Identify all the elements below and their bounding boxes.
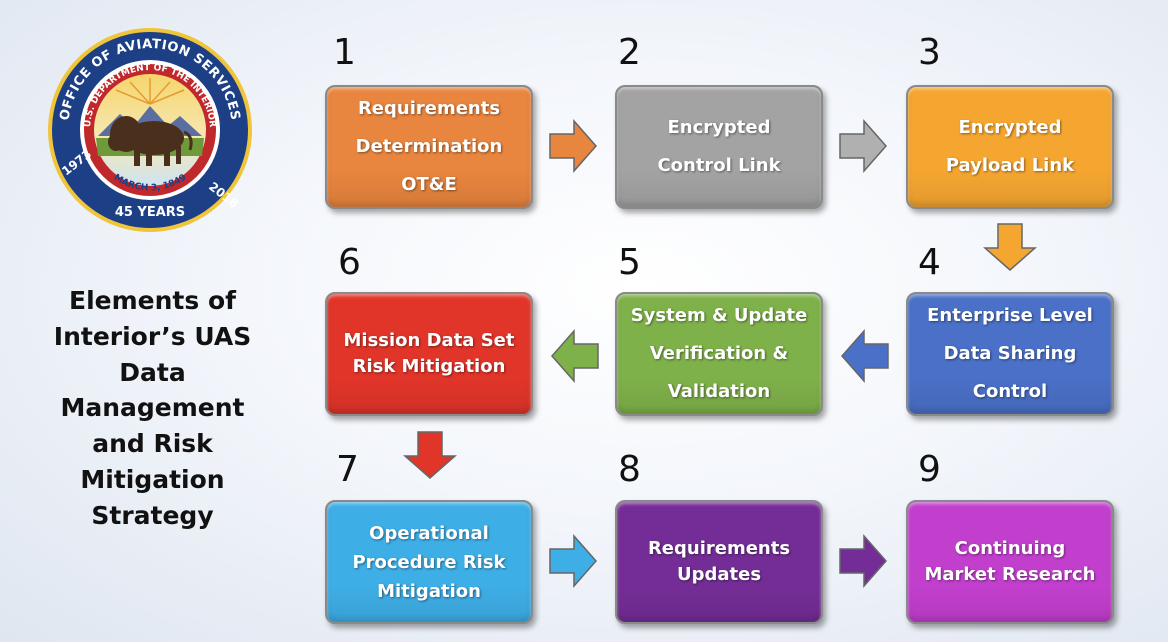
- bison-icon: [108, 116, 193, 166]
- arrow-4-to-5: [841, 329, 889, 383]
- step-box-3: Encrypted Payload Link: [906, 85, 1114, 209]
- step-number-2: 2: [618, 32, 641, 73]
- title-line: Strategy: [91, 500, 214, 530]
- step-3-line: Encrypted: [958, 117, 1062, 138]
- arrow-5-to-6: [551, 329, 599, 383]
- arrow-2-to-3: [839, 119, 887, 173]
- step-box-1: Requirements Determination OT&E: [325, 85, 533, 209]
- step-4-line: Data Sharing: [943, 343, 1077, 364]
- step-box-2: Encrypted Control Link: [615, 85, 823, 209]
- title-line: Data: [119, 357, 186, 387]
- step-3-line: Payload Link: [945, 155, 1075, 176]
- arrow-right-icon: [549, 534, 597, 588]
- arrow-7-to-8: [549, 534, 597, 588]
- arrow-right-icon: [549, 119, 597, 173]
- step-8-line: Requirements: [647, 538, 791, 559]
- arrow-left-icon: [551, 329, 599, 383]
- title-line: and Risk: [92, 429, 213, 459]
- step-7-line: Procedure Risk: [352, 551, 506, 573]
- arrow-right-icon: [839, 119, 887, 173]
- step-box-5: System & Update Verification & Validatio…: [615, 292, 823, 416]
- step-5-line: Validation: [667, 381, 771, 402]
- step-box-9: Continuing Market Research: [906, 500, 1114, 624]
- title-line: Mitigation: [80, 464, 225, 494]
- arrow-6-to-7: [403, 431, 457, 479]
- title-line: Interior’s UAS: [53, 321, 252, 351]
- step-number-7: 7: [336, 449, 359, 490]
- arrow-down-icon: [403, 431, 457, 479]
- step-1-line: Determination: [355, 136, 503, 157]
- step-number-8: 8: [618, 449, 641, 490]
- title-line: Management: [60, 393, 245, 423]
- step-7-line: Operational: [369, 522, 489, 544]
- seal-anniversary-text: 45 YEARS: [115, 205, 185, 220]
- arrow-right-icon: [839, 534, 887, 588]
- step-box-7: Operational Procedure Risk Mitigation: [325, 500, 533, 624]
- step-5-line: Verification &: [649, 343, 789, 364]
- step-7-line: Mitigation: [377, 580, 481, 602]
- step-1-line: Requirements: [357, 98, 501, 119]
- step-6-line: Mission Data Set: [343, 330, 515, 351]
- step-box-8: Requirements Updates: [615, 500, 823, 624]
- arrow-left-icon: [841, 329, 889, 383]
- step-9-line: Continuing: [954, 538, 1066, 559]
- arrow-8-to-9: [839, 534, 887, 588]
- step-number-4: 4: [918, 242, 941, 283]
- arrow-1-to-2: [549, 119, 597, 173]
- step-6-line: Risk Mitigation: [352, 356, 506, 377]
- step-2-line: Control Link: [657, 155, 781, 176]
- diagram-title: Elements of Interior’s UAS Data Manageme…: [40, 283, 265, 534]
- step-1-line: OT&E: [401, 174, 457, 195]
- step-box-4: Enterprise Level Data Sharing Control: [906, 292, 1114, 416]
- step-number-5: 5: [618, 242, 641, 283]
- step-4-line: Enterprise Level: [927, 305, 1093, 326]
- title-line: Elements of: [69, 286, 236, 315]
- step-number-1: 1: [333, 32, 356, 73]
- step-number-6: 6: [338, 242, 361, 283]
- step-2-line: Encrypted: [667, 117, 771, 138]
- step-4-line: Control: [972, 381, 1048, 402]
- step-8-line: Updates: [676, 564, 762, 585]
- step-box-6: Mission Data Set Risk Mitigation: [325, 292, 533, 416]
- step-9-line: Market Research: [924, 564, 1096, 585]
- step-5-line: System & Update: [630, 305, 808, 326]
- arrow-3-to-4: [983, 223, 1037, 271]
- step-number-9: 9: [918, 449, 941, 490]
- office-of-aviation-services-seal: OFFICE OF AVIATION SERVICES U.S. DEPARTM…: [48, 28, 252, 232]
- arrow-down-icon: [983, 223, 1037, 271]
- step-number-3: 3: [918, 32, 941, 73]
